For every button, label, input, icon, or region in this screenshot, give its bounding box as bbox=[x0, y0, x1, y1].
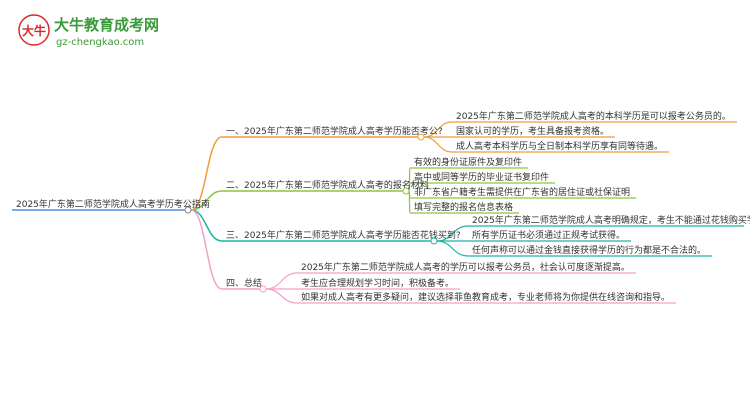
root-node-label: 2025年广东第二师范学院成人高考学历考公指南 bbox=[16, 198, 210, 210]
branch-1-edge bbox=[190, 136, 223, 211]
branch-3-connector-dot bbox=[430, 237, 438, 245]
logo-mark-text: 大牛 bbox=[22, 23, 46, 38]
branch-3-child-1-label: 2025年广东第二师范学院成人高考明确规定，考生不能通过花钱购买学历。 bbox=[472, 214, 750, 226]
branch-3-child-3-label: 任何声称可以通过金钱直接获得学历的行为都是不合法的。 bbox=[472, 244, 706, 256]
branch-1-label: 一、2025年广东第二师范学院成人高考学历能否考公? bbox=[226, 125, 443, 137]
branch-3-edge bbox=[190, 209, 223, 242]
branch-3-child-2-label: 所有学历证书必须通过正规考试获得。 bbox=[472, 229, 625, 241]
mindmap-nodes: 2025年广东第二师范学院成人高考学历考公指南 一、2025年广东第二师范学院成人… bbox=[16, 110, 750, 303]
root-connector-dot bbox=[184, 206, 192, 214]
branch-4-child-3-label: 如果对成人高考有更多疑问，建议选择菲鱼教育成考，专业老师将为你提供在线咨询和指导… bbox=[301, 291, 670, 303]
logo-title: 大牛教育成考网 bbox=[54, 16, 159, 34]
branch-2-child-3-label: 非广东省户籍考生需提供在广东省的居住证或社保证明 bbox=[414, 186, 630, 198]
branch-1-child-3-label: 成人高考本科学历与全日制本科学历享有同等待遇。 bbox=[456, 140, 663, 152]
branch-2-label: 二、2025年广东第二师范学院成人高考的报名材料 bbox=[226, 179, 429, 191]
branch-3-child-3-edge bbox=[436, 240, 469, 257]
mindmap-edges bbox=[12, 121, 744, 304]
branch-4-label: 四、总结 bbox=[226, 277, 262, 289]
logo-url: gz-chengkao.com bbox=[56, 37, 144, 48]
branch-2-child-2-label: 高中或同等学历的毕业证书复印件 bbox=[414, 171, 549, 183]
branch-4-connector-dot bbox=[259, 285, 267, 293]
branch-2-connector-dot bbox=[402, 187, 410, 195]
branch-1-child-2-label: 国家认可的学历，考生具备报考资格。 bbox=[456, 125, 609, 137]
logo-mark-icon: 大牛 bbox=[18, 14, 50, 46]
branch-4-child-3-edge bbox=[265, 288, 298, 304]
branch-1-connector-dot bbox=[417, 133, 425, 141]
branch-4-child-1-edge bbox=[265, 272, 298, 290]
branch-4-child-1-label: 2025年广东第二师范学院成人高考的学历可以报考公务员，社会认可度逐渐提高。 bbox=[301, 261, 630, 273]
branch-2-edge bbox=[190, 190, 223, 211]
branch-2-child-4-label: 填写完整的报名信息表格 bbox=[414, 201, 513, 213]
branch-1-child-3-edge bbox=[423, 136, 453, 153]
branch-4-child-2-label: 考生应合理规划学习时间，积极备考。 bbox=[301, 277, 454, 289]
site-logo[interactable]: 大牛 大牛教育成考网 gz-chengkao.com bbox=[14, 8, 194, 58]
branch-2-child-1-label: 有效的身份证原件及复印件 bbox=[414, 156, 522, 168]
branch-3-label: 三、2025年广东第二师范学院成人高考学历能否花钱买到? bbox=[226, 229, 461, 241]
branch-4-edge bbox=[190, 209, 223, 290]
branch-1-child-1-label: 2025年广东第二师范学院成人高考的本科学历是可以报考公务员的。 bbox=[456, 110, 731, 122]
